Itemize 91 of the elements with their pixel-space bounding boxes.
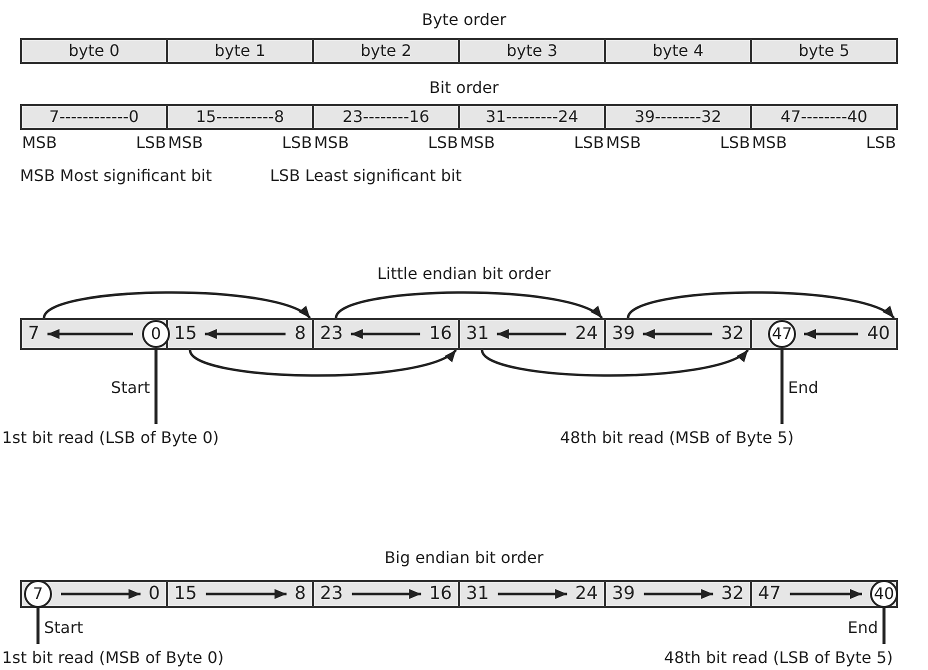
cell-box — [312, 318, 460, 350]
bit-number: 15 — [174, 585, 197, 603]
bit-significance-label: LSB — [136, 133, 166, 153]
bit-number: 39 — [612, 325, 635, 343]
bit-number: 32 — [721, 325, 744, 343]
bit-number: 16 — [429, 325, 452, 343]
bit-significance-label: MSB — [606, 133, 641, 153]
cell-box — [750, 104, 898, 130]
bit-number: 23 — [320, 325, 343, 343]
curved-arrow — [334, 291, 603, 320]
bit-number: 15 — [174, 325, 197, 343]
cell-box — [166, 318, 314, 350]
cell-box — [750, 318, 898, 350]
cell-box — [166, 38, 314, 64]
cell-box — [750, 580, 898, 608]
cell-box — [604, 580, 752, 608]
circled-bit-number: 47 — [768, 320, 796, 348]
annotation-text: 48th bit read (LSB of Byte 5) — [664, 648, 893, 668]
leader-line — [780, 348, 784, 424]
bit-significance-label: LSB — [574, 133, 604, 153]
byte-label: byte 2 — [360, 43, 412, 59]
curved-arrow — [480, 348, 749, 377]
section-title: Byte order — [422, 10, 506, 30]
legend-text: LSB Least significant bit — [270, 166, 462, 186]
byte-label: byte 0 — [68, 43, 120, 59]
leader-line — [36, 608, 40, 644]
cell-box — [312, 104, 460, 130]
bit-range-label: 31---------24 — [486, 109, 578, 125]
bit-number: 47 — [758, 585, 781, 603]
bit-range-label: 7------------0 — [49, 109, 139, 125]
bit-number: 0 — [148, 585, 160, 603]
circled-bit-number: 40 — [870, 580, 898, 608]
bit-significance-label: LSB — [282, 133, 312, 153]
bit-significance-label: LSB — [866, 133, 896, 153]
byte-label: byte 3 — [506, 43, 558, 59]
bit-number: 8 — [294, 585, 306, 603]
bit-significance-label: LSB — [720, 133, 750, 153]
bit-significance-label: MSB — [752, 133, 787, 153]
annotation-text: 1st bit read (LSB of Byte 0) — [2, 428, 219, 448]
bit-number: 31 — [466, 325, 489, 343]
cell-box — [312, 580, 460, 608]
section-title: Bit order — [429, 78, 499, 98]
byte-label: byte 1 — [214, 43, 266, 59]
bit-number: 7 — [28, 325, 40, 343]
bit-range-label: 15----------8 — [196, 109, 284, 125]
cell-box — [166, 580, 314, 608]
bit-number: 8 — [294, 325, 306, 343]
cell-box — [20, 38, 168, 64]
bit-significance-label: MSB — [460, 133, 495, 153]
bit-significance-label: MSB — [22, 133, 57, 153]
bit-range-label: 23--------16 — [342, 109, 430, 125]
bit-number: 23 — [320, 585, 343, 603]
bit-significance-label: MSB — [314, 133, 349, 153]
curved-arrow — [42, 291, 311, 320]
cell-box — [458, 104, 606, 130]
curved-arrow — [626, 291, 895, 320]
curved-arrow — [188, 348, 457, 377]
bit-number: 24 — [575, 325, 598, 343]
cell-box — [166, 104, 314, 130]
cell-box — [20, 104, 168, 130]
bit-number: 32 — [721, 585, 744, 603]
cell-box — [604, 104, 752, 130]
bit-number: 40 — [867, 325, 890, 343]
byte-label: byte 4 — [652, 43, 704, 59]
bit-number: 31 — [466, 585, 489, 603]
leader-line — [882, 608, 886, 644]
cell-box — [20, 580, 168, 608]
section-title: Little endian bit order — [377, 264, 551, 284]
annotation-text: 48th bit read (MSB of Byte 5) — [560, 428, 794, 448]
cell-box — [20, 318, 168, 350]
bit-range-label: 39--------32 — [634, 109, 722, 125]
bit-number: 16 — [429, 585, 452, 603]
cell-box — [458, 318, 606, 350]
cell-box — [604, 38, 752, 64]
bit-number: 24 — [575, 585, 598, 603]
circled-bit-number: 7 — [24, 580, 52, 608]
annotation-text: 1st bit read (MSB of Byte 0) — [2, 648, 224, 668]
bit-significance-label: LSB — [428, 133, 458, 153]
legend-text: MSB Most significant bit — [20, 166, 212, 186]
cell-box — [458, 580, 606, 608]
byte-label: byte 5 — [798, 43, 850, 59]
circled-bit-number: 0 — [142, 320, 170, 348]
cell-box — [750, 38, 898, 64]
bit-significance-label: MSB — [168, 133, 203, 153]
section-title: Big endian bit order — [384, 548, 544, 568]
cell-box — [458, 38, 606, 64]
bit-range-label: 47--------40 — [780, 109, 868, 125]
leader-line — [154, 348, 158, 424]
cell-box — [312, 38, 460, 64]
bit-number: 39 — [612, 585, 635, 603]
cell-box — [604, 318, 752, 350]
